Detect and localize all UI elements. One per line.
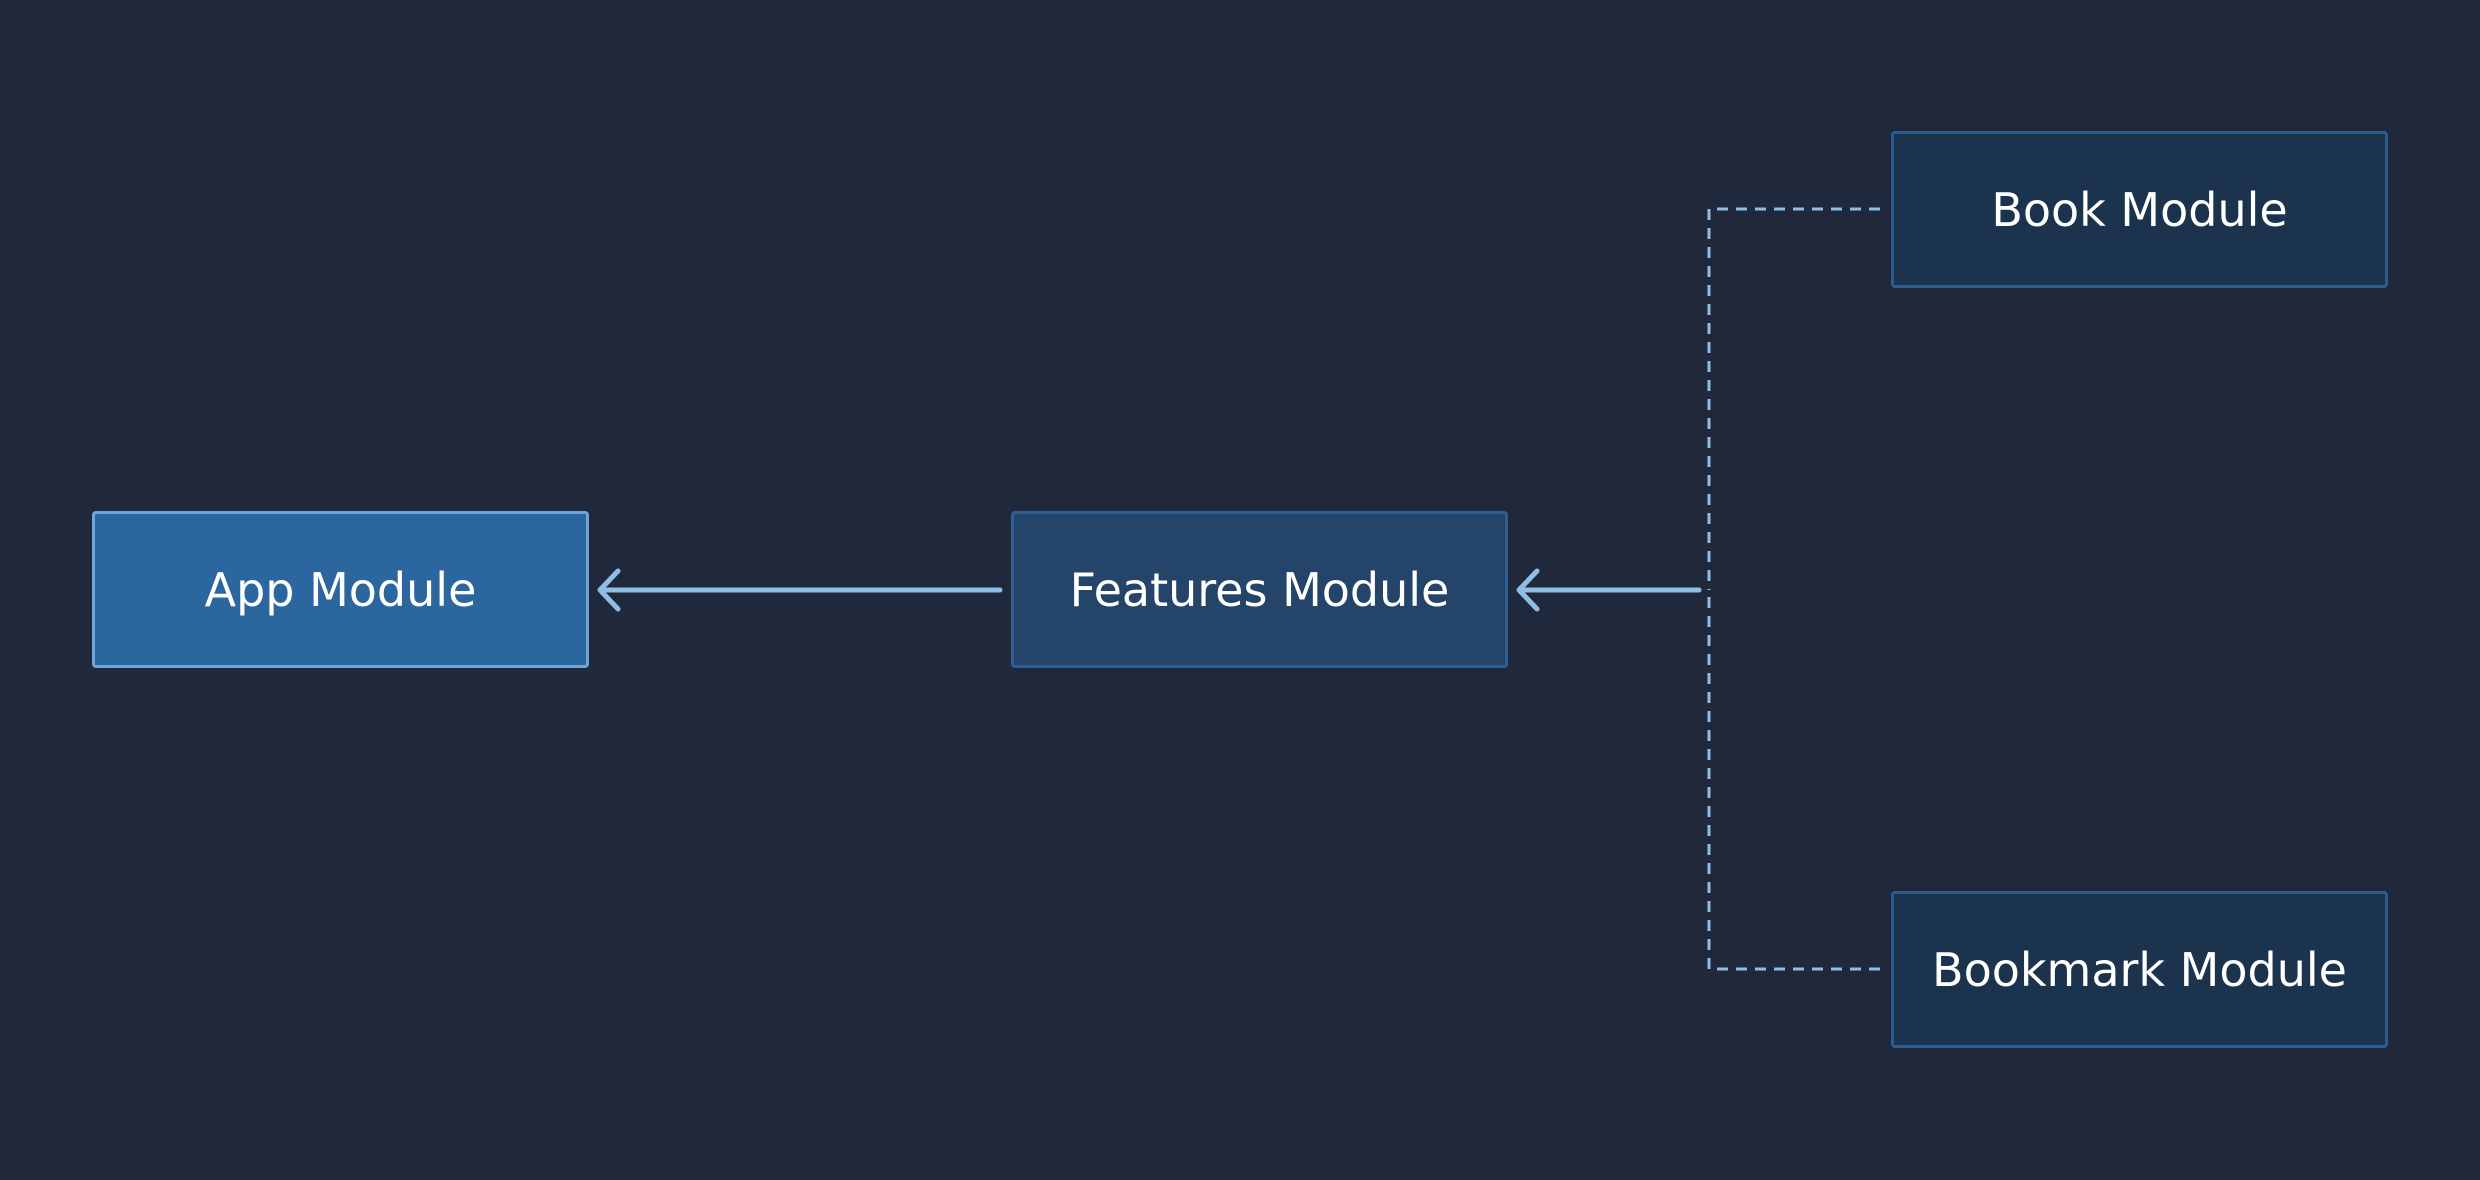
book-module-node: Book Module <box>1891 131 2388 288</box>
edge-bookmark-branch <box>1707 590 1880 971</box>
book-module-label: Book Module <box>1991 182 2288 237</box>
app-module-label: App Module <box>204 562 477 617</box>
edge-book-branch <box>1707 207 1880 590</box>
arrowhead-app <box>597 568 621 612</box>
arrowhead-features <box>1516 568 1540 612</box>
features-module-node: Features Module <box>1011 511 1508 668</box>
bookmark-module-label: Bookmark Module <box>1932 942 2347 997</box>
app-module-node: App Module <box>92 511 589 668</box>
features-module-label: Features Module <box>1069 562 1450 617</box>
bookmark-module-node: Bookmark Module <box>1891 891 2388 1048</box>
